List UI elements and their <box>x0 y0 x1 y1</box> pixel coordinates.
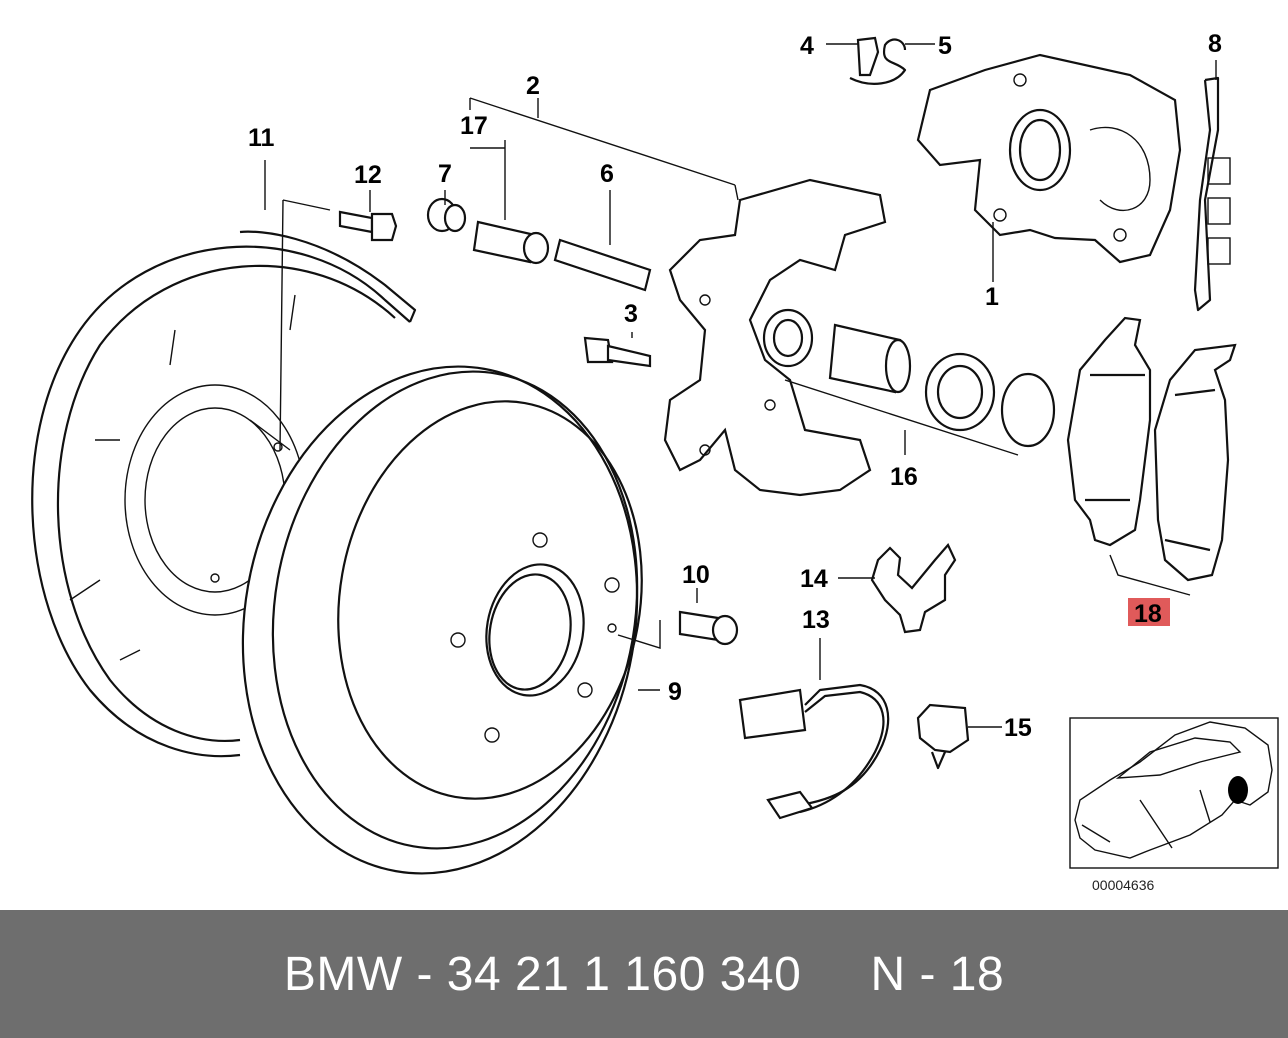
caption-bar: BMW - 34 21 1 160 340 N - 18 <box>0 910 1288 1038</box>
callout-18: 18 <box>1134 600 1162 628</box>
callout-11: 11 <box>248 124 275 152</box>
brake-exploded-diagram: 1 2 3 4 5 6 7 8 9 10 11 12 13 14 15 16 1… <box>31 30 1279 893</box>
callout-18-highlight <box>1128 598 1170 626</box>
anti-rattle-spring-part <box>1193 76 1231 312</box>
callout-12: 12 <box>354 161 382 189</box>
bolt-part-10 <box>678 610 739 646</box>
callout-16: 16 <box>890 463 918 491</box>
part-number-caption: BMW - 34 21 1 160 340 N - 18 <box>283 947 1005 1001</box>
callout-4: 4 <box>800 32 814 60</box>
car-locator-inset: 00004636 <box>1069 717 1279 893</box>
wear-sensor-part <box>738 683 890 820</box>
callout-8: 8 <box>1208 30 1222 58</box>
callout-6: 6 <box>600 160 614 188</box>
brake-pad-set-part <box>1066 316 1237 582</box>
bolt-part-12 <box>338 210 398 242</box>
grommet-part <box>916 703 970 770</box>
piston-kit-part <box>762 308 1056 448</box>
callout-9: 9 <box>668 678 682 706</box>
callout-14: 14 <box>800 565 828 593</box>
callout-3: 3 <box>624 300 638 328</box>
callout-1: 1 <box>985 283 999 311</box>
callout-17: 17 <box>460 112 488 140</box>
callout-13: 13 <box>802 606 830 634</box>
guide-pin-set <box>426 197 652 292</box>
caliper-carrier-part <box>663 178 887 497</box>
callout-7: 7 <box>438 160 452 188</box>
callout-2: 2 <box>526 72 540 100</box>
diagram-code: 00004636 <box>1092 877 1155 893</box>
callout-15: 15 <box>1004 714 1032 742</box>
callout-5: 5 <box>938 32 952 60</box>
leader-lines <box>264 43 1217 728</box>
sensor-clip-part <box>870 542 957 634</box>
callout-10: 10 <box>682 561 710 589</box>
caliper-housing-part <box>916 53 1182 264</box>
bleeder-part <box>849 36 907 85</box>
brake-disc-part <box>241 365 643 875</box>
bolt-part-3 <box>583 336 652 368</box>
dust-shield-part <box>31 230 417 758</box>
